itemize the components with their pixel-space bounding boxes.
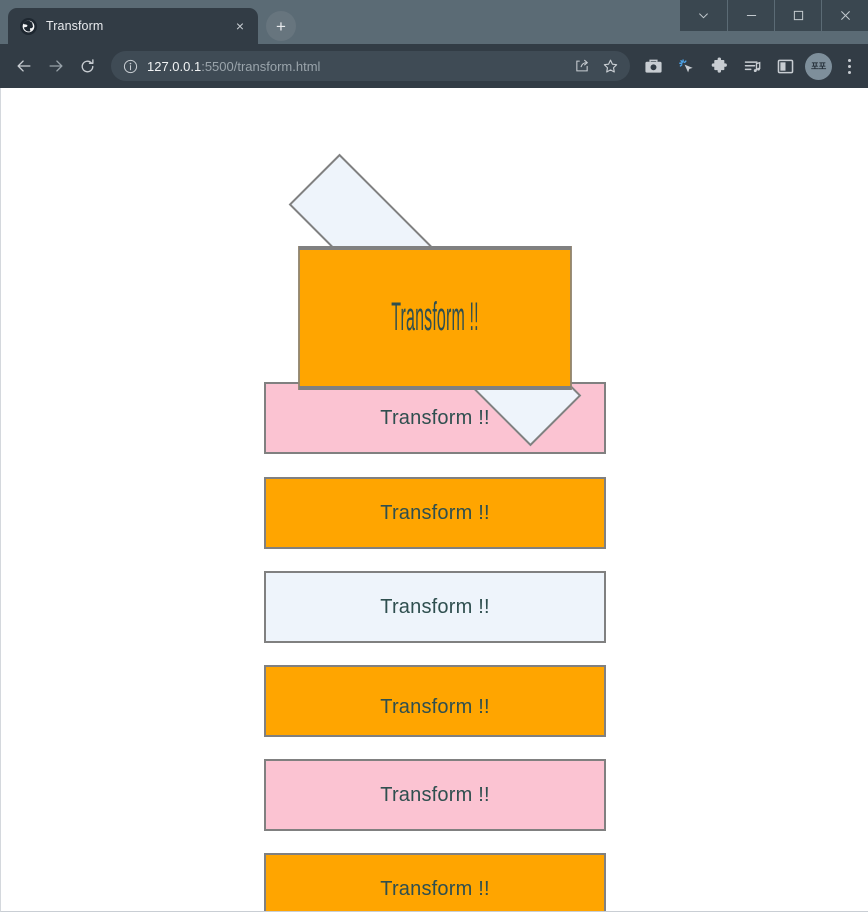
navigation-toolbar: 127.0.0.1:5500/transform.html (0, 44, 868, 88)
forward-arrow-icon[interactable] (40, 51, 71, 82)
new-tab-button[interactable]: + (266, 11, 296, 41)
transform-box-pink-6: Transform !! (264, 759, 606, 831)
screenshot-camera-icon[interactable] (638, 51, 669, 82)
transform-box-label: Transform !! (380, 695, 490, 718)
url-host: 127.0.0.1 (147, 58, 202, 74)
browser-tab-transform[interactable]: Transform × (8, 8, 258, 44)
tab-close-icon[interactable]: × (235, 18, 245, 34)
url-path: :5500/transform.html (201, 58, 321, 74)
tab-search-button[interactable] (680, 0, 727, 31)
omnibox-actions (568, 53, 624, 80)
back-arrow-icon[interactable] (8, 51, 39, 82)
minimize-button[interactable] (727, 0, 774, 31)
address-bar-url[interactable]: 127.0.0.1:5500/transform.html (147, 59, 568, 74)
close-button[interactable] (821, 0, 868, 31)
menu-dot (847, 58, 851, 62)
transform-box-orange-3: Transform !! (264, 477, 606, 549)
info-circle-icon[interactable] (120, 56, 140, 76)
menu-dot (847, 64, 851, 68)
transform-box-scale: Transform !! (298, 246, 572, 390)
menu-dot (847, 70, 851, 74)
extensions-puzzle-icon[interactable] (704, 51, 735, 82)
cursor-sparkle-icon[interactable] (671, 51, 702, 82)
transform-box-label: Transform !! (380, 406, 490, 429)
window-controls (680, 0, 868, 31)
transform-box-orange-5: Transform !! (264, 665, 606, 737)
transform-box-label: Transform !! (380, 877, 490, 900)
transform-box-label: Transform !! (380, 783, 490, 806)
side-panel-icon[interactable] (770, 51, 801, 82)
star-icon[interactable] (597, 53, 624, 80)
transform-box-blue-4: Transform !! (264, 571, 606, 643)
share-icon[interactable] (568, 53, 595, 80)
reload-icon[interactable] (72, 51, 103, 82)
tab-title: Transform (46, 19, 104, 33)
extension-toolbar (638, 51, 801, 82)
transform-box-label: Transform !! (380, 501, 490, 524)
transform-box-orange-7: Transform !! (264, 853, 606, 911)
three-dot-menu-icon[interactable] (836, 51, 862, 82)
profile-avatar[interactable]: 포포 (805, 52, 832, 80)
maximize-button[interactable] (774, 0, 821, 31)
address-bar[interactable]: 127.0.0.1:5500/transform.html (111, 51, 630, 81)
transform-box-label: Transform !! (380, 595, 490, 618)
page-viewport: Transform !! Transform !! Transform !! T… (0, 88, 868, 912)
tab-strip: Transform × + (0, 0, 868, 44)
globe-icon (20, 17, 37, 35)
transform-box-label: Transform !! (391, 295, 479, 339)
media-playlist-icon[interactable] (737, 51, 768, 82)
